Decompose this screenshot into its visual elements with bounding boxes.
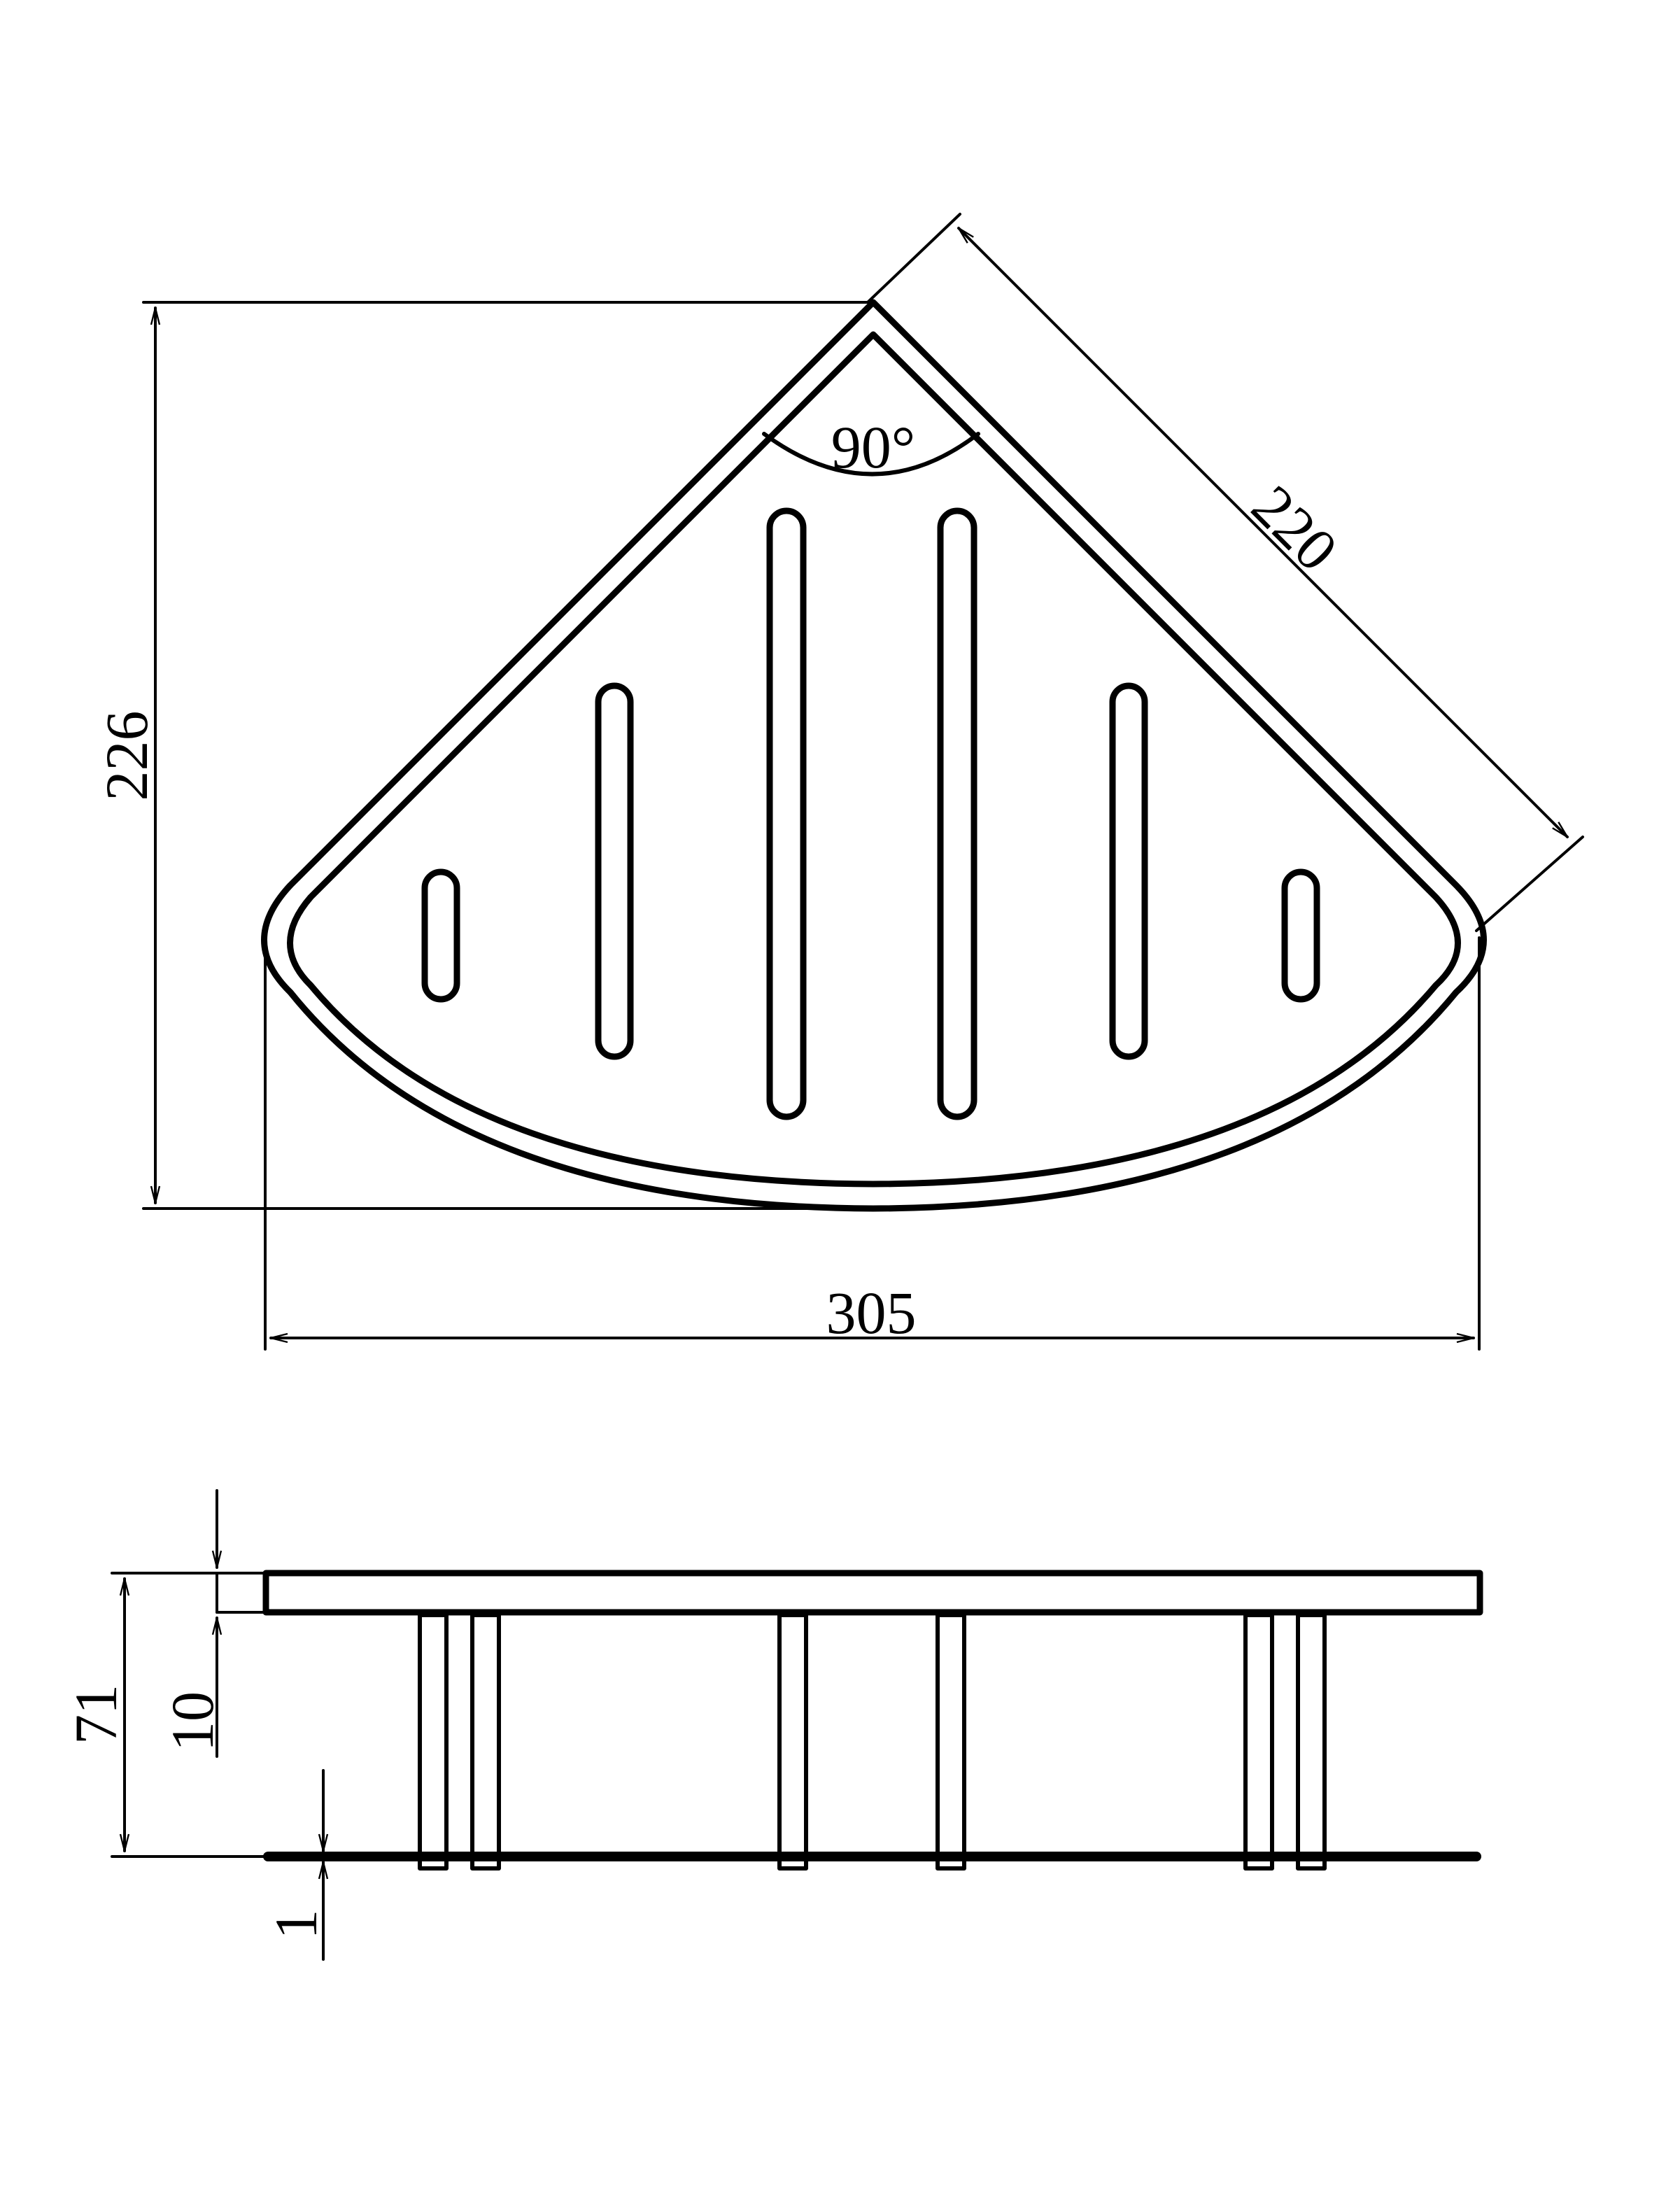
rim-thickness-label: 10 (159, 1691, 226, 1752)
width-dimension-label: 305 (826, 1279, 917, 1346)
drain-slot (937, 507, 977, 1120)
top-view: 90° 226 305 220 (93, 213, 1584, 1351)
support-leg (777, 1613, 808, 1871)
drain-slot (421, 868, 460, 1003)
angle-label: 90° (831, 414, 915, 481)
total-height-label: 71 (62, 1684, 129, 1745)
total-height-dimension: 71 (62, 1572, 267, 1858)
support-leg (470, 1613, 501, 1871)
height-dimension: 226 (93, 301, 875, 1210)
rim-thickness-dimension: 10 (159, 1489, 264, 1758)
tray-inner-outline (287, 331, 1461, 1188)
support-leg (936, 1613, 966, 1871)
side-view: 71 10 1 (62, 1489, 1483, 1961)
support-leg (1296, 1613, 1327, 1871)
support-legs (418, 1613, 1327, 1871)
drain-slot (1281, 868, 1320, 1003)
angle-arc (762, 432, 980, 477)
support-leg (418, 1613, 449, 1871)
side-dimension: 220 (866, 213, 1584, 932)
drain-slot (766, 507, 807, 1120)
tray-rim (262, 1570, 1483, 1616)
side-dimension-label: 220 (1239, 472, 1350, 584)
drain-slot (595, 682, 634, 1060)
drain-slots (421, 507, 1320, 1120)
foot-dimension: 1 (262, 1769, 330, 1961)
width-dimension: 305 (264, 936, 1481, 1351)
drain-slot (1109, 682, 1148, 1060)
support-leg (1243, 1613, 1274, 1871)
height-dimension-label: 226 (93, 711, 160, 801)
foot-dimension-label: 1 (262, 1910, 330, 1940)
